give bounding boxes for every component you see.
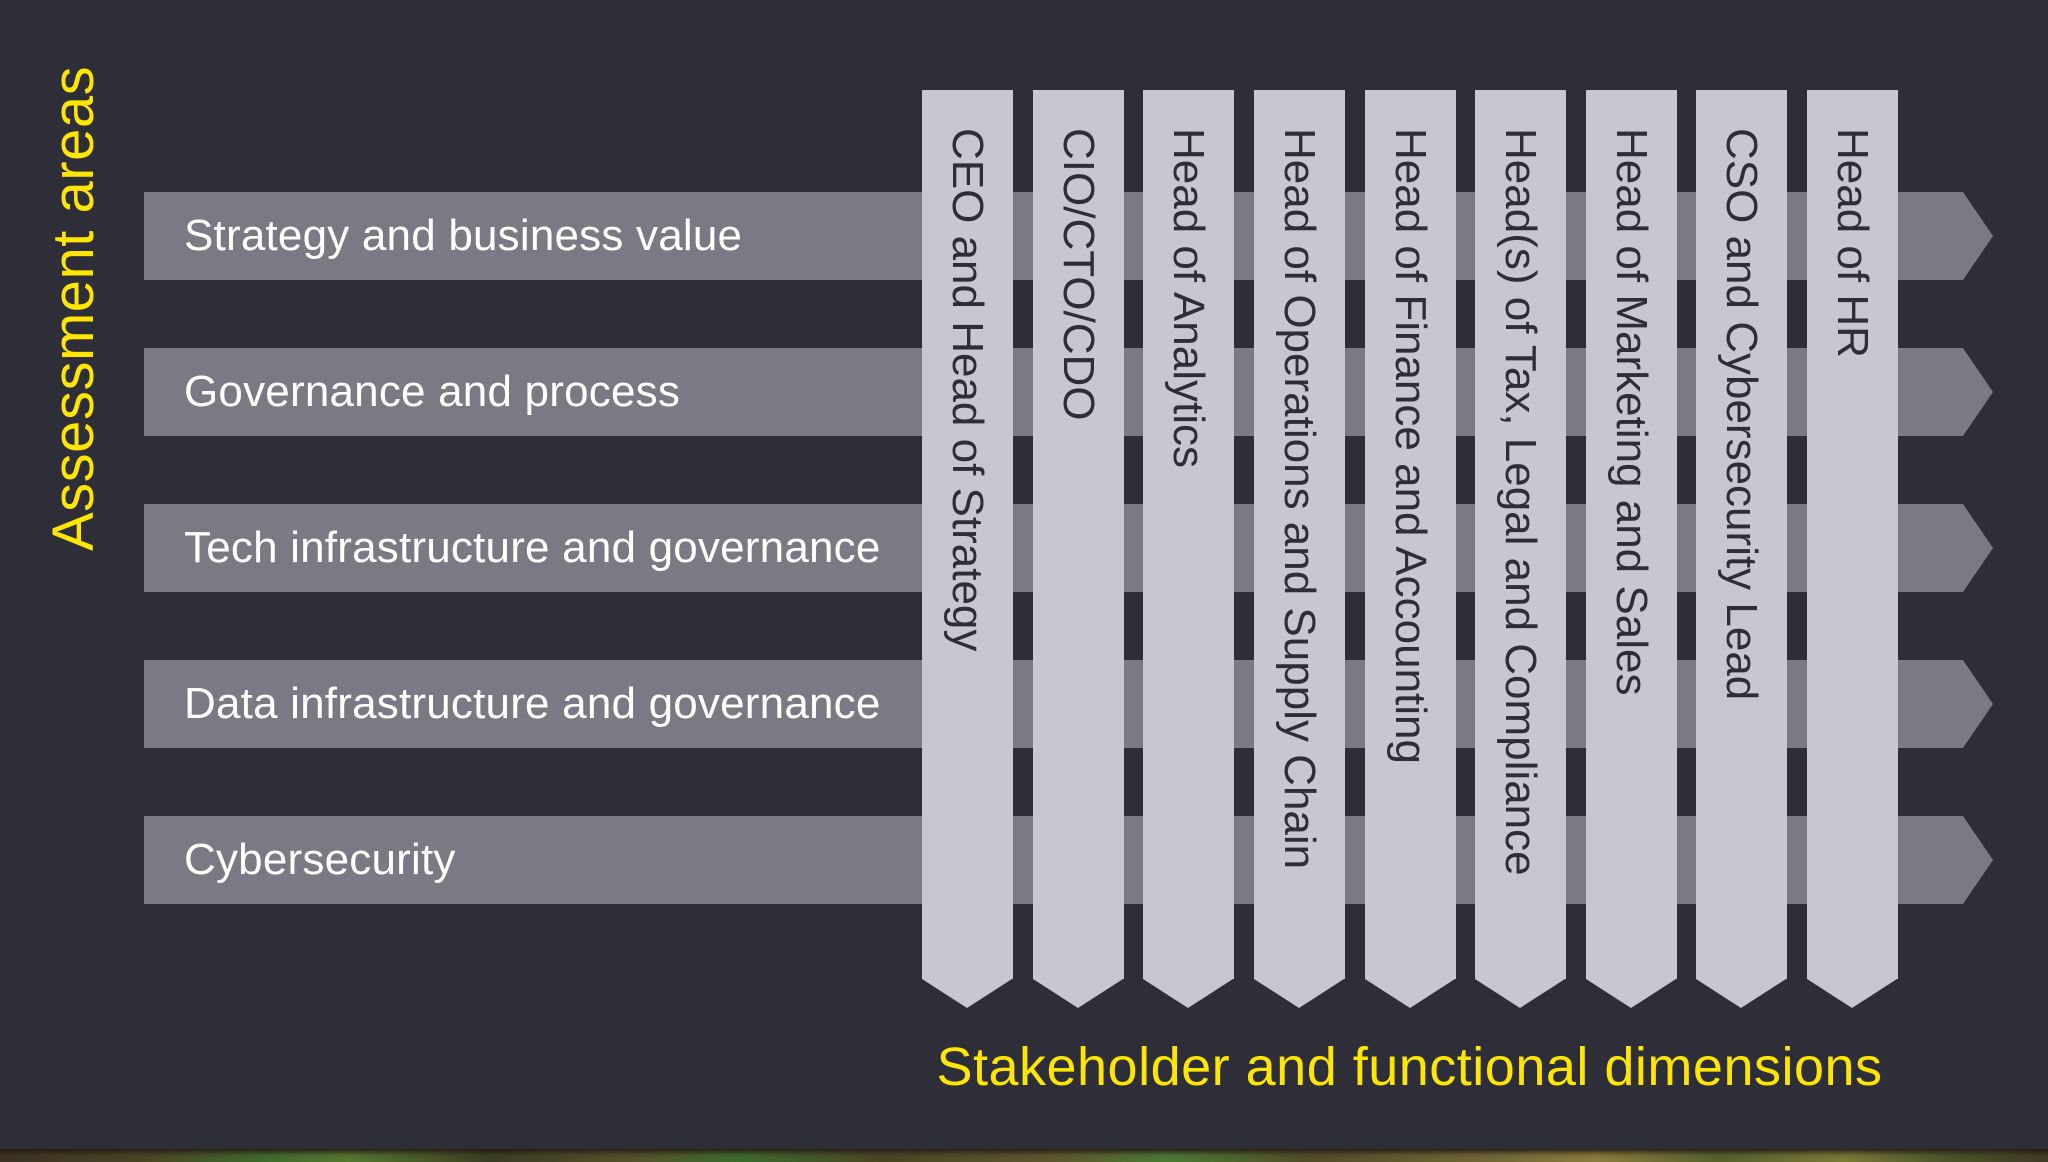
assessment-bar-label: Tech infrastructure and governance [184,523,881,572]
stakeholder-column: Head of Finance and Accounting [1365,90,1456,1008]
stakeholder-column-label: CSO and Cybersecurity Lead [1717,128,1766,701]
right-arrow-head [1963,192,1993,280]
stakeholder-column-label: Head of HR [1828,128,1877,358]
assessment-bar-label: Data infrastructure and governance [184,679,881,728]
stakeholder-column-label: Head(s) of Tax, Legal and Compliance [1496,128,1545,876]
assessment-bar-label: Strategy and business value [184,211,743,260]
stakeholder-column-label: CIO/CTO/CDO [1054,128,1103,421]
stakeholder-axis-label: Stakeholder and functional dimensions [936,1037,1883,1097]
down-arrow-head [1696,979,1786,1008]
stakeholder-column: CIO/CTO/CDO [1033,90,1124,1008]
stakeholder-column: Head of Marketing and Sales [1586,90,1677,1008]
down-arrow-head [1475,979,1565,1008]
assessment-bar-label: Cybersecurity [184,835,456,884]
stakeholder-column: CSO and Cybersecurity Lead [1696,90,1787,1008]
down-arrow-head [1033,979,1123,1008]
down-arrow-head [1586,979,1676,1008]
stakeholder-column-label: Head of Marketing and Sales [1607,128,1656,696]
right-arrow-head [1963,660,1993,748]
assessment-bar-label: Governance and process [184,367,681,416]
photo-strip [0,1149,2048,1162]
stakeholder-column-label: Head of Finance and Accounting [1386,128,1435,765]
stakeholder-column-label: CEO and Head of Strategy [943,128,992,652]
right-arrow-head [1963,348,1993,436]
down-arrow-head [1365,979,1455,1008]
down-arrow-head [1254,979,1344,1008]
right-arrow-head [1963,504,1993,592]
down-arrow-head [1143,979,1233,1008]
stakeholder-column-label: Head of Analytics [1164,128,1213,468]
stakeholder-column: Head(s) of Tax, Legal and Compliance [1475,90,1566,1008]
stakeholder-column: Head of Analytics [1143,90,1234,1008]
down-arrow-head [1807,979,1897,1008]
stakeholder-column: Head of HR [1807,90,1898,1008]
right-arrow-head [1963,816,1993,904]
down-arrow-head [922,979,1012,1008]
stakeholder-column: CEO and Head of Strategy [922,90,1013,1008]
stakeholder-column: Head of Operations and Supply Chain [1254,90,1345,1008]
stakeholder-column-label: Head of Operations and Supply Chain [1275,128,1324,870]
